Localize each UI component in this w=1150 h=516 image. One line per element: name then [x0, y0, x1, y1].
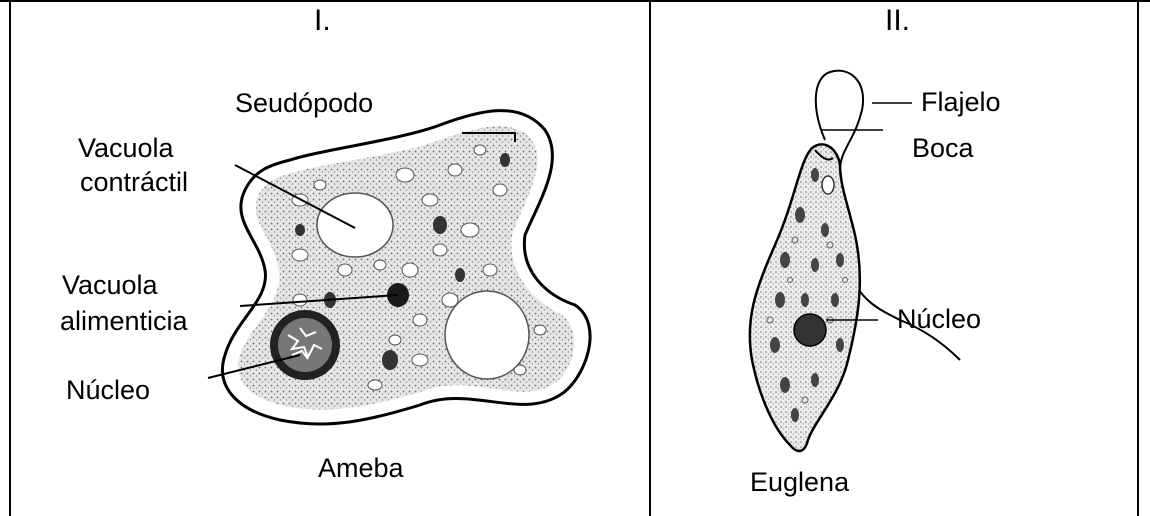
ameba-large-vacuole [445, 291, 529, 379]
ameba-nucleus [270, 310, 340, 380]
label-contractile-vacuole-line2: contráctil [80, 167, 188, 198]
label-flagellum: Flajelo [921, 87, 1001, 118]
euglena-drawing [750, 71, 960, 451]
label-nucleus-euglena: Núcleo [897, 304, 981, 335]
label-food-vacuole-line2: alimenticia [60, 306, 188, 337]
organism-name-euglena: Euglena [750, 467, 849, 498]
label-food-vacuole-line1: Vacuola [62, 270, 158, 301]
label-nucleus-ameba: Núcleo [66, 375, 150, 406]
ameba-contractile-vacuole [317, 193, 393, 257]
euglena-nucleus [794, 314, 826, 346]
organism-name-ameba: Ameba [318, 453, 404, 484]
label-pseudopod: Seudópodo [235, 88, 373, 119]
label-contractile-vacuole-line1: Vacuola [78, 133, 174, 164]
label-mouth: Boca [912, 133, 974, 164]
panel-heading-ameba: I. [314, 4, 331, 38]
panel-heading-euglena: II. [885, 4, 910, 38]
ameba-drawing [208, 111, 590, 424]
